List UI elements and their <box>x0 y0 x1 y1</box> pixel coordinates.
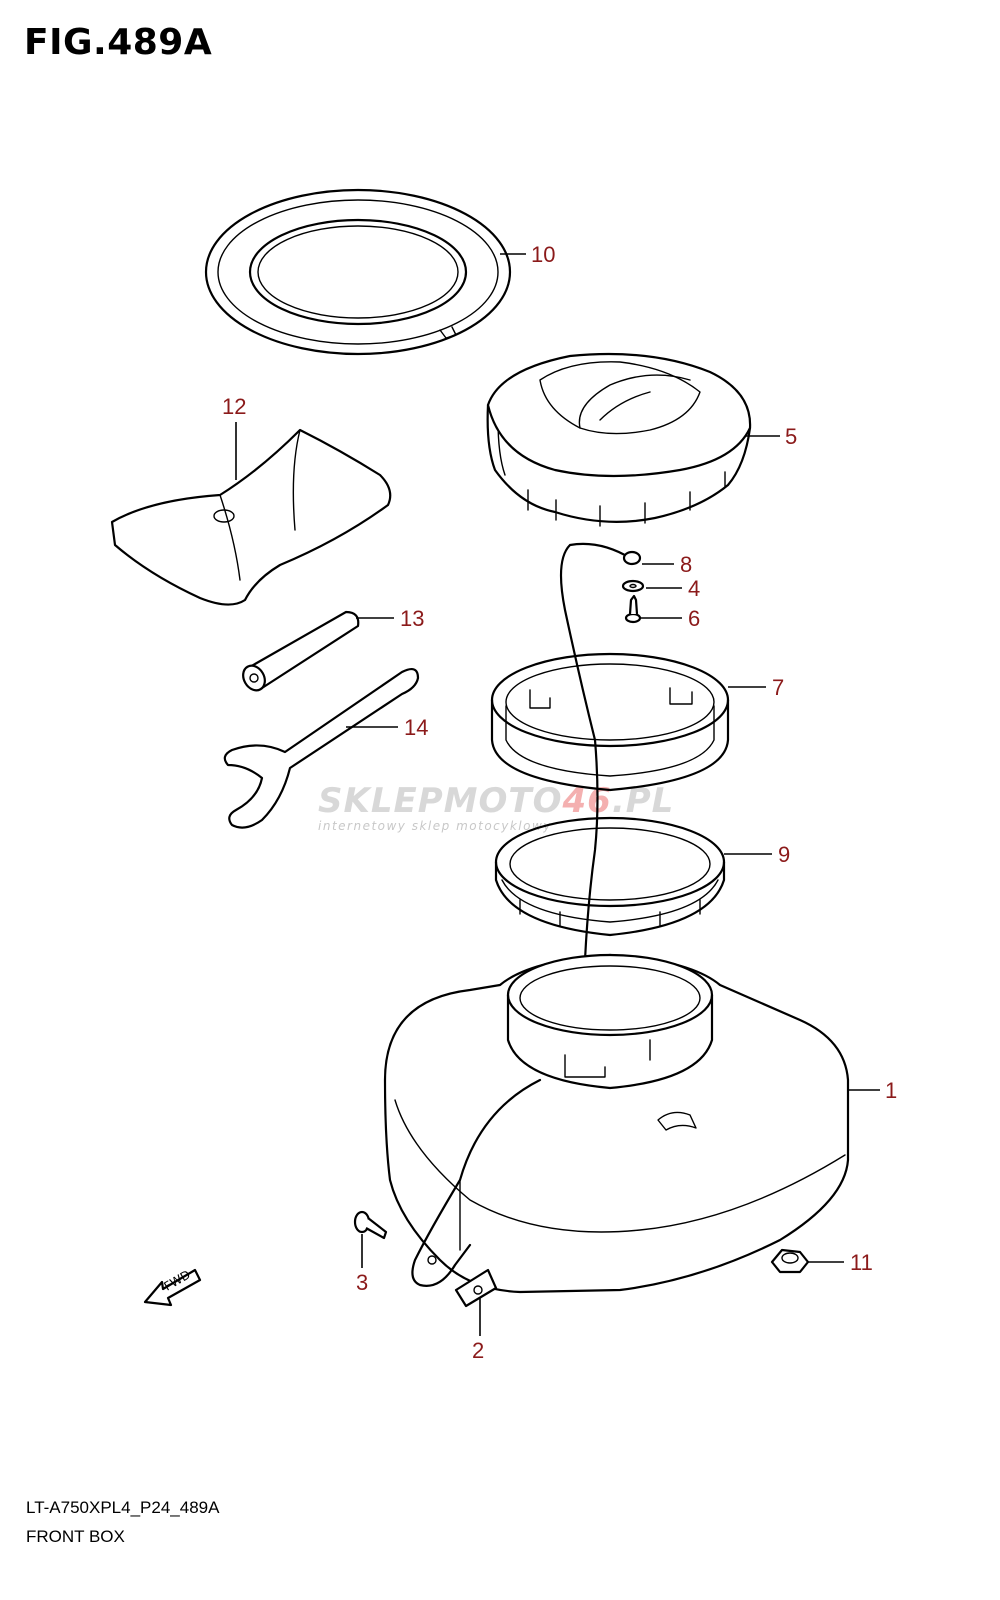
callout-6: 6 <box>688 606 700 631</box>
watermark-brand-part1: SKLEPMOTO <box>318 781 562 821</box>
part-14-spanner-wrench <box>223 667 420 829</box>
callout-14: 14 <box>404 715 428 740</box>
part-11-grommet-nut <box>770 1248 810 1274</box>
callout-11: 11 <box>850 1250 873 1275</box>
leader-lines <box>235 253 880 1336</box>
part-6-screw <box>624 594 642 624</box>
part-12-tool-bag <box>110 428 392 606</box>
callout-1: 1 <box>885 1078 897 1103</box>
part-7-cap-ring <box>490 652 730 792</box>
svg-text:SKLEPMOTO46.PL: SKLEPMOTO46.PL <box>318 781 674 821</box>
part-2-clip-nut <box>454 1268 498 1308</box>
section-name: FRONT BOX <box>26 1527 125 1546</box>
part-1-front-box <box>383 953 850 1294</box>
figure-title: FIG.489A <box>24 22 213 63</box>
part-9-seal-ring <box>494 816 726 937</box>
part-4-washer <box>621 579 645 593</box>
fwd-direction-arrow: FWD <box>143 1267 202 1307</box>
watermark-brand-part3: .PL <box>612 781 675 821</box>
callout-5: 5 <box>785 424 797 449</box>
part-10-gasket <box>204 188 512 356</box>
part-5-box-cap <box>486 352 752 527</box>
callout-4: 4 <box>688 576 700 601</box>
callout-9: 9 <box>778 842 790 867</box>
callout-numbers: 10 5 12 8 4 6 13 7 14 9 1 11 3 2 <box>222 242 897 1363</box>
part-13-tool-handle <box>242 610 360 692</box>
watermark-tagline: internetowy sklep motocyklowy <box>318 819 552 833</box>
callout-3: 3 <box>356 1270 368 1295</box>
part-3-screw <box>353 1210 388 1240</box>
watermark: SKLEPMOTO46.PL internetowy sklep motocyk… <box>318 781 674 833</box>
callout-13: 13 <box>400 606 424 631</box>
model-code: LT-A750XPL4_P24_489A <box>26 1498 220 1517</box>
callout-12: 12 <box>222 394 246 419</box>
callout-7: 7 <box>772 675 784 700</box>
callout-10: 10 <box>531 242 555 267</box>
callout-8: 8 <box>680 552 692 577</box>
callout-2: 2 <box>472 1338 484 1363</box>
